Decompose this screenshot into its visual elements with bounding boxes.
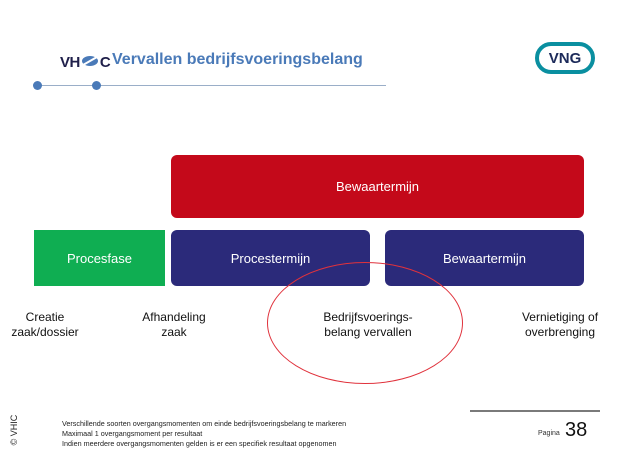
footer-notes: Verschillende soorten overgangsmomenten …	[62, 419, 346, 449]
copyright: © VHIC	[9, 414, 19, 446]
footer-note: Maximaal 1 overgangsmoment per resultaat	[62, 429, 203, 438]
label-vernietiging: Vernietiging of overbrenging	[505, 310, 615, 340]
slide-title: Vervallen bedrijfsvoeringsbelang	[112, 51, 363, 68]
bewaartermijn-box: Bewaartermijn	[385, 230, 584, 286]
label-creatie-line1: Creatie	[25, 310, 65, 324]
title-underline	[36, 85, 386, 86]
bewaartermijn-top-bar: Bewaartermijn	[171, 155, 584, 218]
footer-note: Verschillende soorten overgangsmomenten …	[62, 419, 347, 428]
vng-logo: VNG	[535, 42, 595, 74]
label-creatie: Creatie zaak/dossier	[0, 310, 90, 340]
footer-note: Indien meerdere overgangsmomenten gelden…	[62, 439, 337, 448]
title-line-dot-left	[33, 81, 42, 90]
label-creatie-line2: zaak/dossier	[11, 325, 79, 339]
title-line-dot-right	[92, 81, 101, 90]
label-afhandeling: Afhandeling zaak	[120, 310, 228, 340]
page-number: 38	[565, 419, 588, 441]
highlight-ellipse	[267, 262, 463, 384]
label-bedrijfsvoerings-line1: Bedrijfsvoerings-	[323, 310, 413, 324]
vhic-swoosh-icon	[81, 55, 98, 66]
label-vernietiging-line1: Vernietiging of	[521, 310, 599, 324]
label-afhandeling-line2: zaak	[161, 325, 187, 339]
label-bedrijfsvoeringsbelang: Bedrijfsvoerings- belang vervallen	[294, 310, 442, 340]
label-afhandeling-line1: Afhandeling	[142, 310, 206, 324]
procesfase-box: Procesfase	[34, 230, 165, 286]
footer-divider	[470, 410, 600, 412]
label-vernietiging-line2: overbrenging	[524, 325, 596, 339]
label-bedrijfsvoerings-line2: belang vervallen	[324, 325, 412, 339]
page-label: Pagina	[538, 430, 560, 437]
